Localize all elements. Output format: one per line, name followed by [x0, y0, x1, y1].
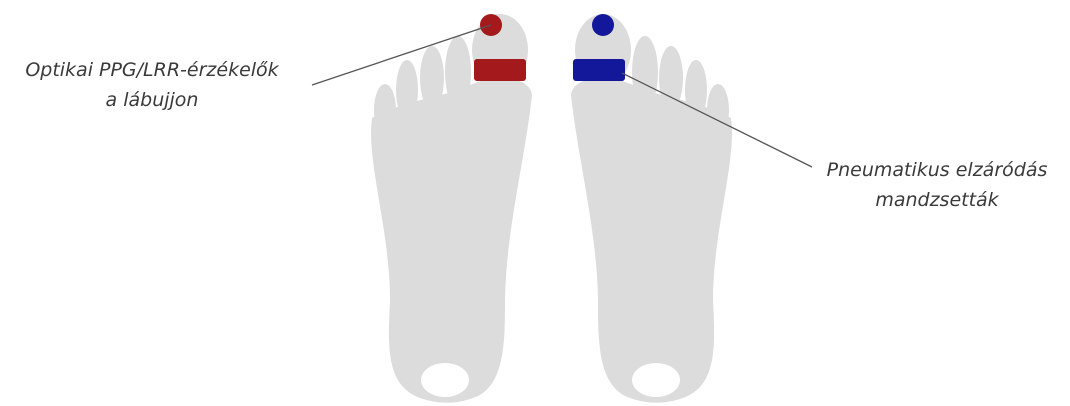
- cuff-label-line1: Pneumatikus elzáródás: [812, 155, 1062, 185]
- sensor-label-line2: a lábujjon: [2, 85, 302, 115]
- cuff-label-line2: mandzsetták: [812, 185, 1062, 215]
- left-foot-sole: [371, 78, 532, 403]
- right-cuff-band: [573, 59, 625, 81]
- left-cuff-band: [474, 59, 526, 81]
- cuff-label: Pneumatikus elzáródás mandzsetták: [812, 155, 1062, 215]
- left-foot-heel-hole: [421, 363, 469, 397]
- right-foot-heel-hole: [632, 363, 680, 397]
- sensor-label-line1: Optikai PPG/LRR-érzékelők: [2, 55, 302, 85]
- right-ppg-sensor-dot: [592, 14, 614, 36]
- right-foot-sole: [571, 78, 732, 403]
- sensor-label: Optikai PPG/LRR-érzékelők a lábujjon: [2, 55, 302, 115]
